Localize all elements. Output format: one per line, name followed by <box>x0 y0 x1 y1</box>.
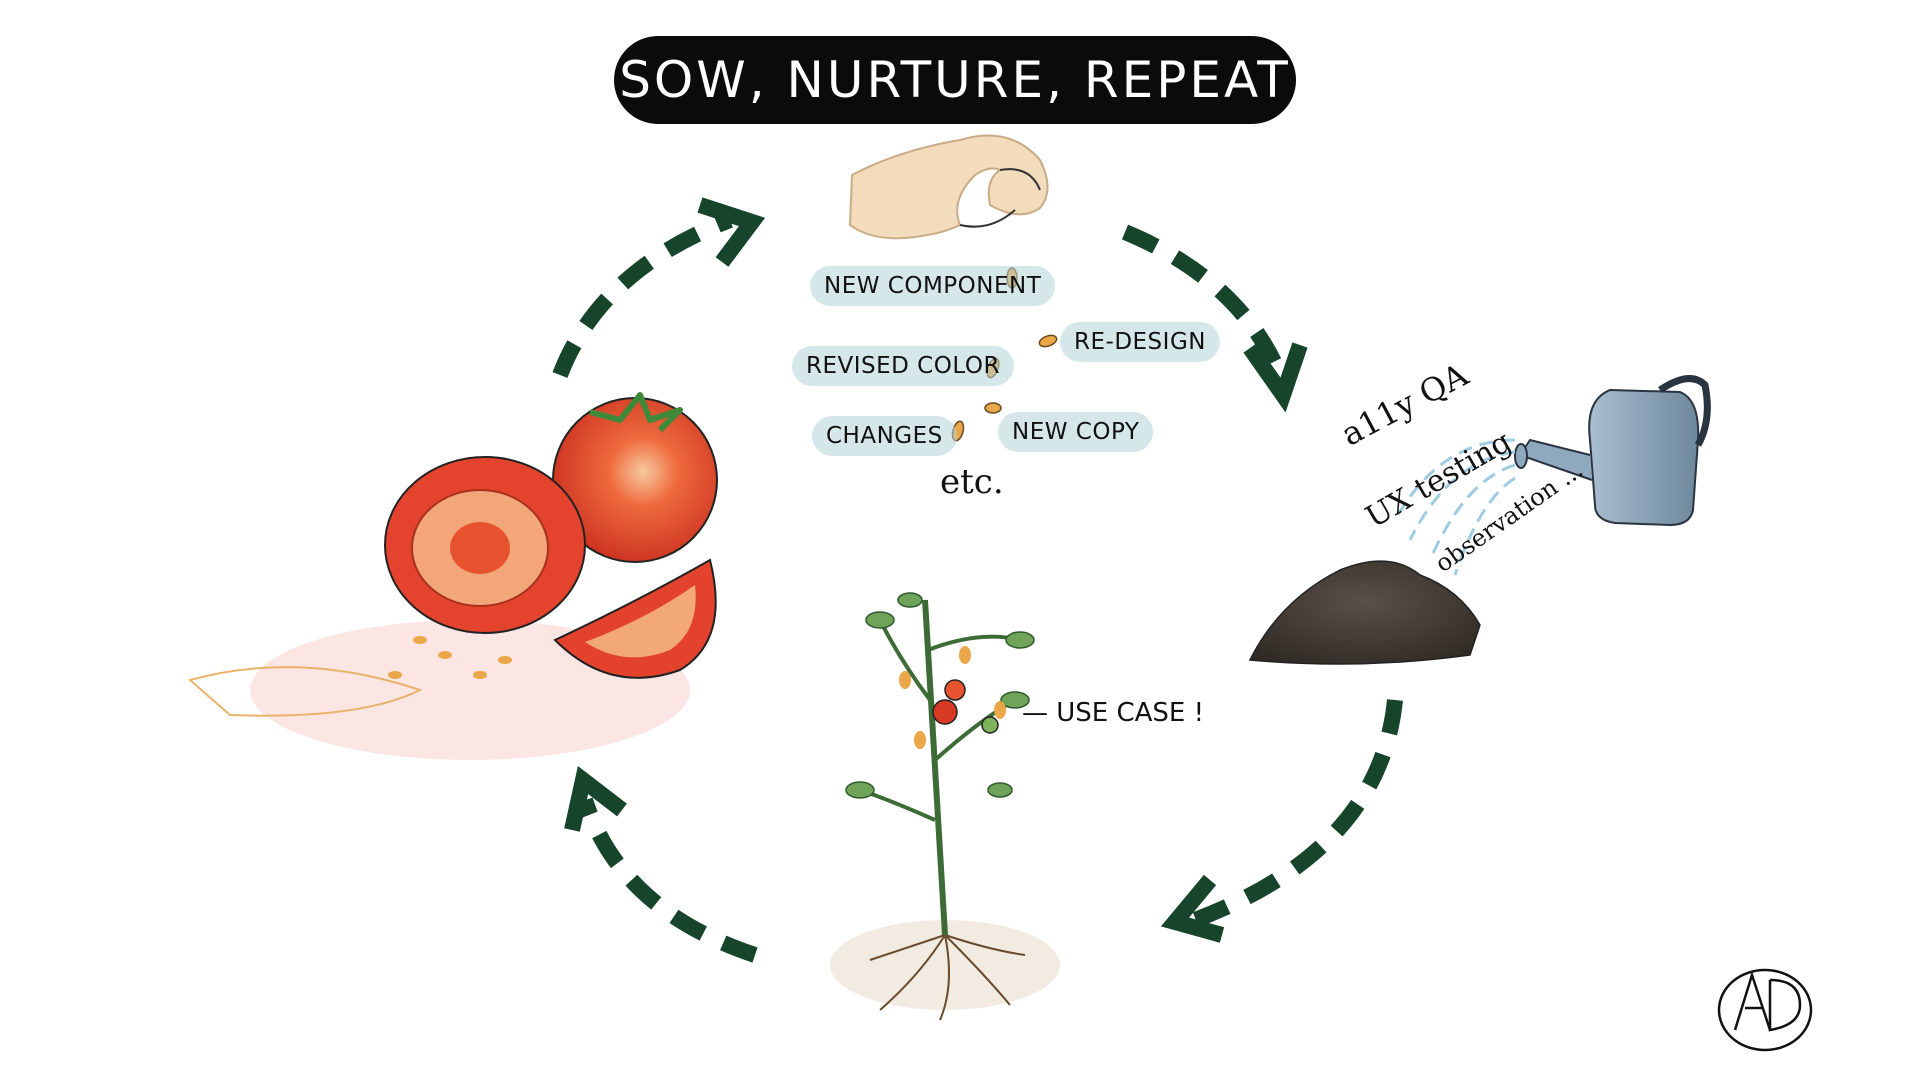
plant-icon <box>830 592 1060 1021</box>
arrow-top-right <box>1121 224 1288 379</box>
hand-icon <box>848 134 1049 240</box>
tomato-icon <box>187 392 718 760</box>
arrow-head-top-left <box>697 197 766 267</box>
tag-label: NEW COMPONENT <box>824 273 1042 299</box>
tag-new-copy: NEW COPY <box>998 412 1154 452</box>
tag-label: REVISED COLOR <box>806 353 1000 379</box>
tag-label: NEW COPY <box>1012 419 1140 445</box>
tag-new-component: NEW COMPONENT <box>810 266 1056 306</box>
soil-mound-icon <box>1248 560 1481 665</box>
signature-icon <box>1717 968 1813 1052</box>
arrow-head-bottom-right <box>1160 874 1225 943</box>
tag-label: CHANGES <box>826 423 943 449</box>
watering-can-icon <box>1514 375 1711 527</box>
page-title: SOW, NURTURE, REPEAT <box>619 51 1291 109</box>
arrow-top-left <box>552 212 733 378</box>
tag-re-design: RE-DESIGN <box>1060 322 1220 362</box>
use-case-label: — USE CASE ! <box>1022 698 1205 728</box>
etc-label: etc. <box>940 462 1004 502</box>
arrow-bottom-left <box>577 797 758 963</box>
title-banner: SOW, NURTURE, REPEAT <box>614 36 1296 124</box>
arrow-head-bottom-left <box>564 765 627 832</box>
arrow-bottom-right <box>1192 699 1403 928</box>
tag-revised-color: REVISED COLOR <box>792 346 1014 386</box>
tag-label: RE-DESIGN <box>1074 329 1206 355</box>
tag-changes: CHANGES <box>812 416 957 456</box>
arrow-head-top-right <box>1243 342 1308 413</box>
water-stream <box>1393 438 1516 576</box>
